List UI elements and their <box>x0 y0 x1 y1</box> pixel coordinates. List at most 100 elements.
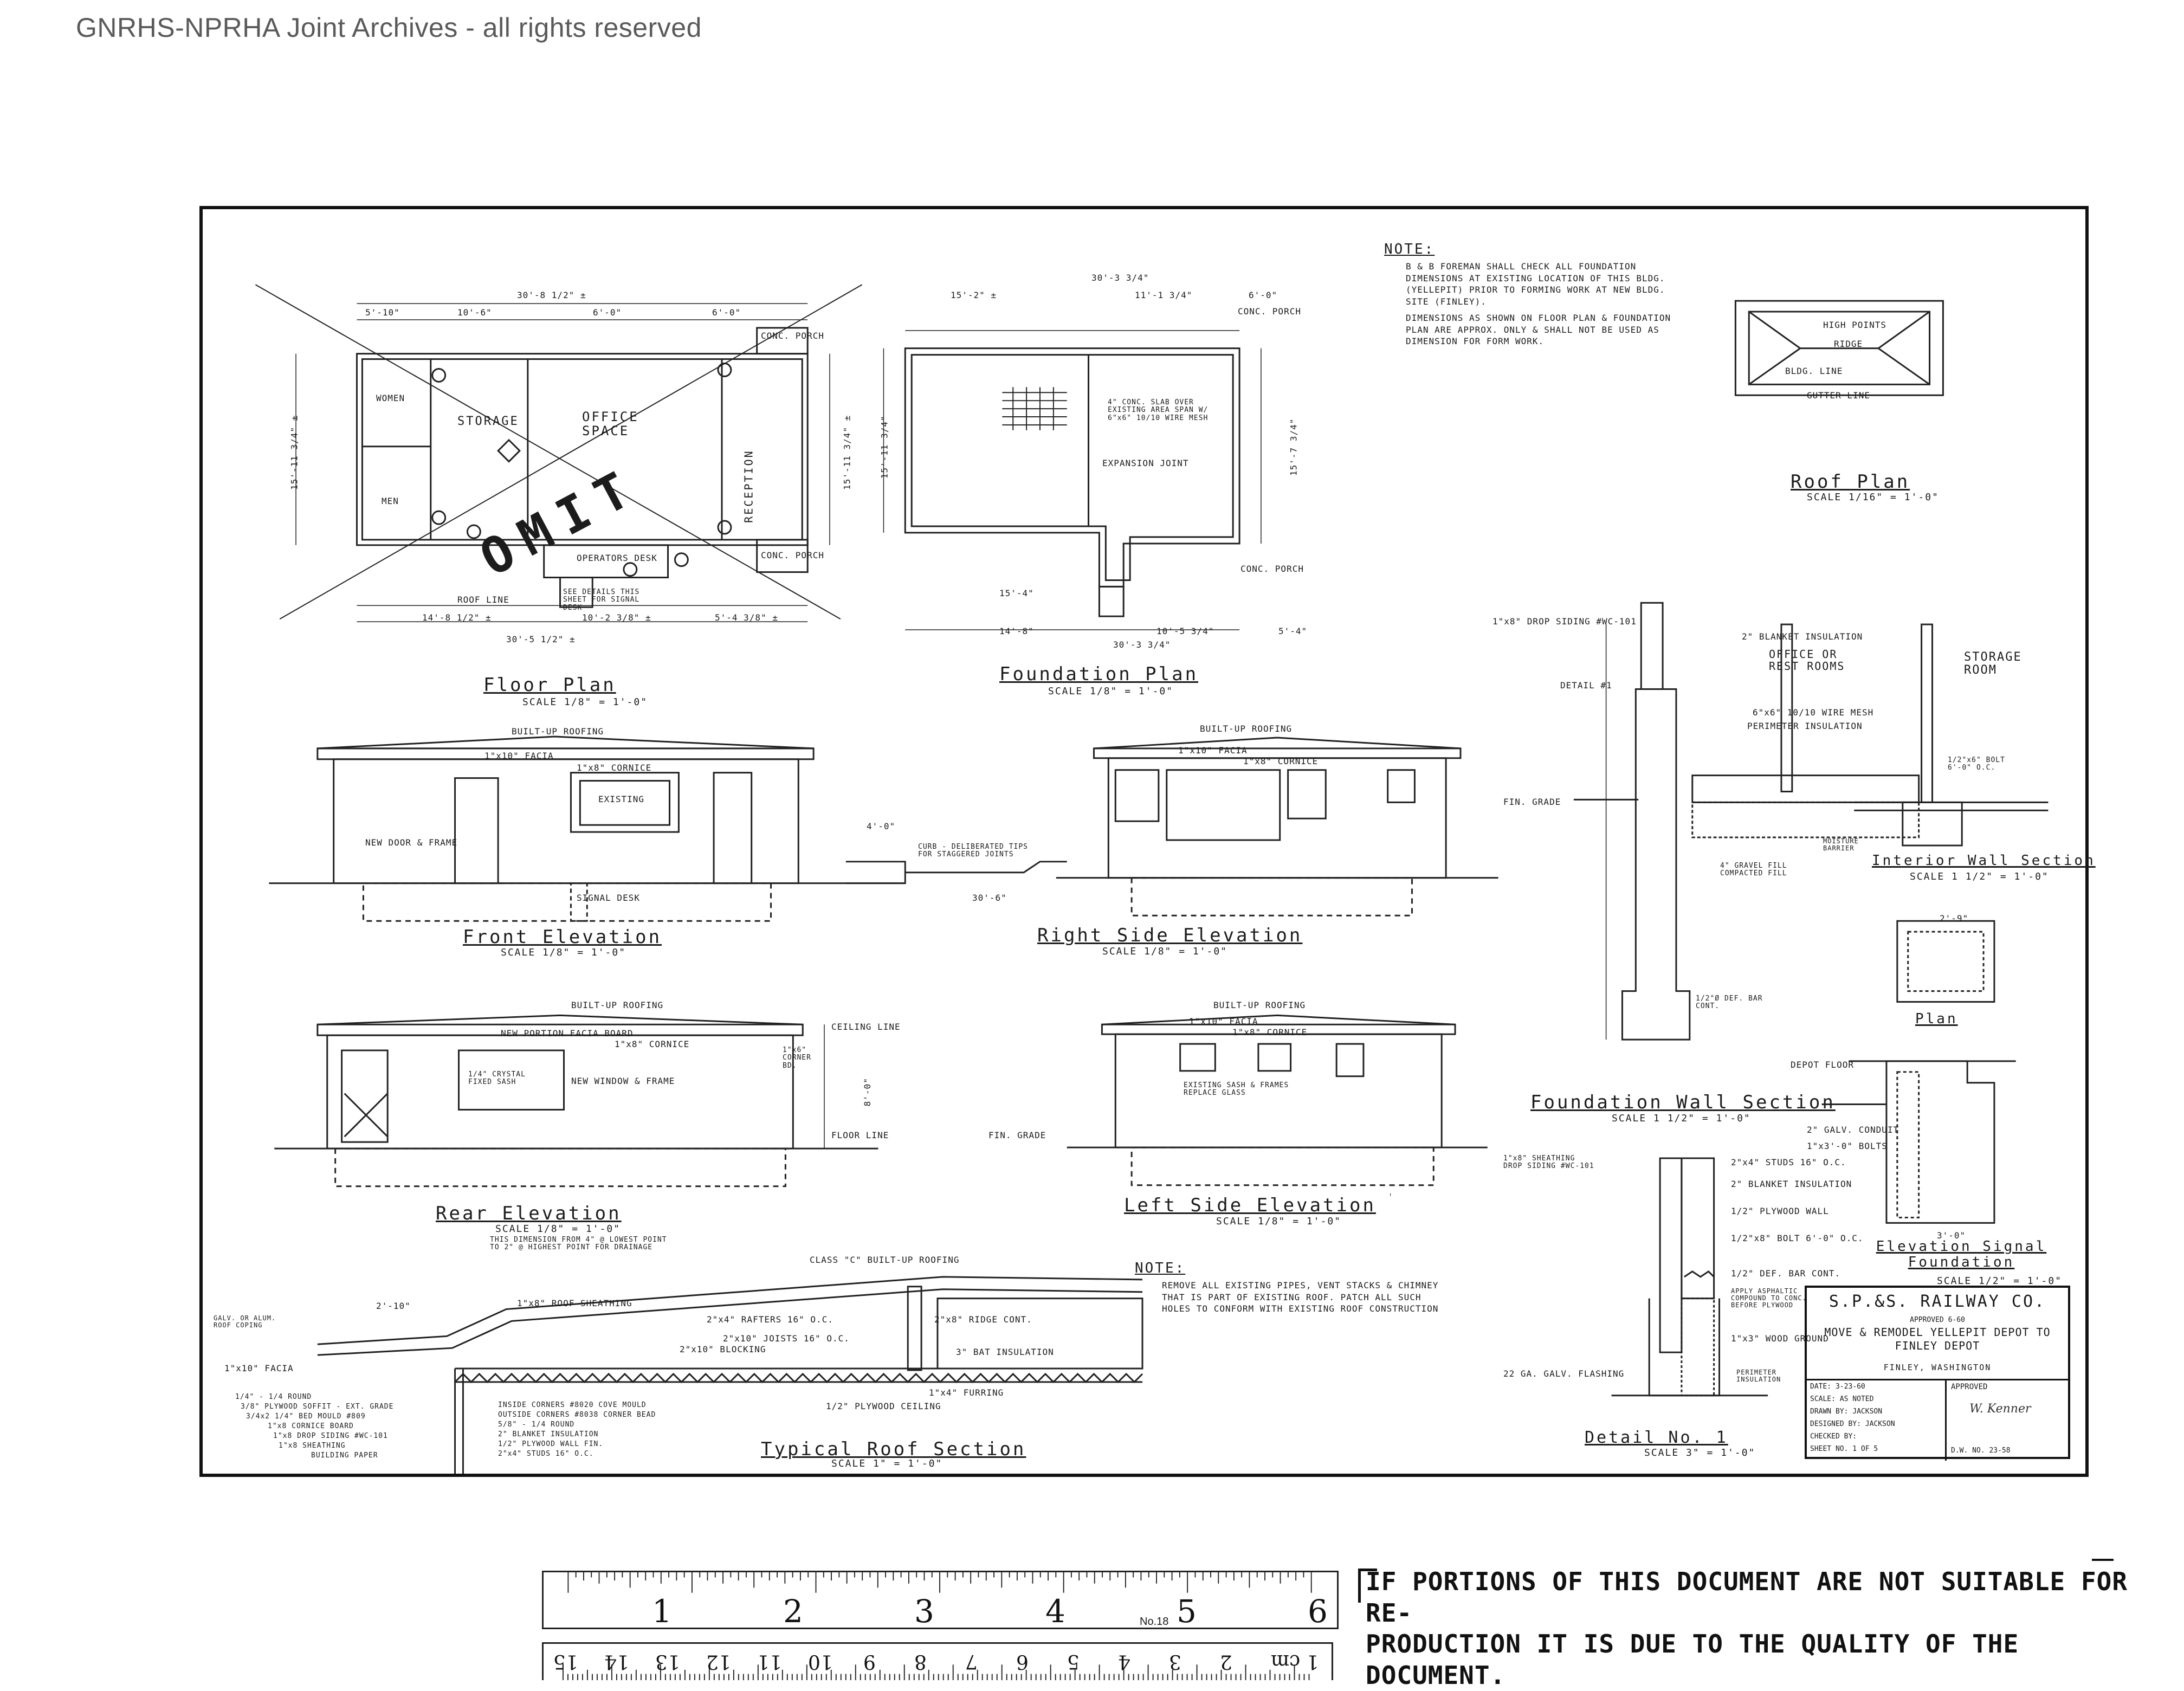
tb-title-line2: FINLEY DEPOT <box>1895 1339 1980 1352</box>
front-elevation-title: Front Elevation <box>463 926 662 948</box>
ruler-cm-15: 15 <box>553 1650 578 1673</box>
d1-bolt: 1/2"x8" BOLT 6'-0" O.C. <box>1731 1233 1864 1243</box>
re-grade: FIN. GRADE <box>988 1130 1046 1140</box>
fws-bar: 1/2"Ø DEF. BAR CONT. <box>1696 995 1763 1011</box>
fdn-dim-4: 15'-4" <box>999 588 1034 598</box>
tb-info-grid: DATE: 3-23-60 SCALE: AS NOTED DRAWN BY: … <box>1807 1379 2068 1461</box>
re-window: NEW WINDOW & FRAME <box>571 1076 675 1086</box>
fdn-dim-top-overall: 30'-3 3/4" <box>1091 273 1149 283</box>
signal-desk-note: SEE DETAILS THIS SHEET FOR SIGNAL DESK <box>563 588 640 612</box>
trs-list-5: 1"x8 SHEATHING <box>279 1442 346 1450</box>
iws-bolt: 1/2"x6" BOLT 6'-0" O.C. <box>1948 756 2005 772</box>
ruler-cm-1: 1 cm <box>1271 1650 1319 1673</box>
fdn-dim-right: 15'-7 3/4" <box>1288 418 1299 476</box>
fp-roof-line: ROOF LINE <box>457 595 509 605</box>
cm-ruler-ticks <box>562 1664 1310 1680</box>
roof-high-points: HIGH POINTS <box>1823 320 1886 330</box>
re-corner-bd: 1"x6" CORNER BD. <box>783 1046 811 1070</box>
ruler-inch-3: 3 <box>914 1593 934 1630</box>
rear-elevation-title: Rear Elevation <box>436 1203 622 1224</box>
rse-curb: CURB - DELIBERATED TIPS FOR STAGGERED JO… <box>918 843 1029 859</box>
re-cornice: 1"x8" CORNICE <box>615 1039 690 1049</box>
rear-elevation-drawing <box>274 1014 878 1187</box>
lse-roofing: BUILT-UP ROOFING <box>1213 1000 1306 1010</box>
left-side-elevation-scale: SCALE 1/8" = 1'-0" <box>1216 1216 1342 1227</box>
trs-sheathing: 1"x8" ROOF SHEATHING <box>517 1298 632 1308</box>
tb-drawing-number: D.W. NO. 23-58 <box>1951 1447 2011 1455</box>
conc-porch-top: CONC. PORCH <box>761 331 824 341</box>
rse-facia: 1"x10" FACIA <box>1178 745 1248 756</box>
d1-perimeter: PERIMETER INSULATION <box>1736 1369 1781 1384</box>
fp-dim-4: 6'-0" <box>712 307 741 318</box>
tb-row-date: DATE: 3-23-60 <box>1810 1383 1865 1391</box>
trs-list2-5: 2"x4" STUDS 16" O.C. <box>498 1450 594 1458</box>
ruler-cm-8: 8 <box>914 1650 927 1673</box>
tb-approved-label: APPROVED <box>1951 1383 1988 1391</box>
left-side-elevation-title: Left Side Elevation <box>1124 1195 1376 1216</box>
conc-porch-bottom: CONC. PORCH <box>761 550 824 560</box>
trs-span: 2'-10" <box>376 1301 411 1311</box>
fp-dim-right: 15'-11 3/4" ± <box>842 415 852 490</box>
tb-row-checked: CHECKED BY: <box>1810 1432 1857 1441</box>
cm-ruler: 15 14 13 12 11 10 9 8 7 6 5 4 3 2 1 cm <box>542 1642 1333 1680</box>
warning-tick <box>2092 1559 2114 1561</box>
trs-joists: 2"x10" JOISTS 16" O.C. <box>723 1333 850 1344</box>
drawing-sheet: Floor Plan SCALE 1/8" = 1'-0" OMIT WOMEN… <box>199 206 2093 1477</box>
inch-ruler: 1 2 3 4 5 6 No.18 <box>542 1571 1339 1630</box>
ruler-cm-6: 6 <box>1016 1650 1029 1673</box>
trs-list-2: 3/4x2 1/4" BED MOULD #809 <box>246 1412 366 1421</box>
front-elevation-scale: SCALE 1/8" = 1'-0" <box>501 947 626 958</box>
lse-facia: 1"x10" FACIA <box>1189 1016 1258 1027</box>
trs-dimension-note: THIS DIMENSION FROM 4" @ LOWEST POINT TO… <box>490 1236 667 1252</box>
right-side-elevation-drawing <box>845 737 1498 917</box>
tb-divider <box>1945 1380 1947 1461</box>
fp-dim-left: 15'-11 3/4" ± <box>289 415 300 490</box>
interior-wall-section-title: Interior Wall Section <box>1872 853 2096 869</box>
d1-studs: 2"x4" STUDS 16" O.C. <box>1731 1157 1846 1167</box>
title-block: S.P.&S. RAILWAY CO. APPROVED 6-60 MOVE &… <box>1805 1286 2070 1461</box>
sf-bolt: 1"x3'-0" BOLTS <box>1807 1141 1888 1151</box>
ruler-inch-1: 1 <box>652 1593 672 1630</box>
tb-row-designed: DESIGNED BY: JACKSON <box>1810 1420 1895 1428</box>
inch-ruler-ticks <box>567 1572 1312 1593</box>
typical-roof-section-title: Typical Roof Section <box>761 1438 1026 1460</box>
trs-list-0: 1/4" - 1/4 ROUND <box>235 1393 312 1401</box>
right-side-elevation-scale: SCALE 1/8" = 1'-0" <box>1102 946 1228 957</box>
tb-title: MOVE & REMODEL YELLEPIT DEPOT TO FINLEY … <box>1807 1326 2068 1353</box>
left-side-elevation-drawing <box>1067 1014 1488 1186</box>
tb-row-sheet: SHEET NO. 1 OF 5 <box>1810 1445 1878 1453</box>
trs-furring: 1"x4" FURRING <box>929 1387 1004 1398</box>
room-women: WOMEN <box>376 393 405 403</box>
slab-note: 4" CONC. SLAB OVER EXISTING AREA SPAN W/… <box>1108 398 1209 422</box>
detail-1-scale: SCALE 3" = 1'-0" <box>1644 1447 1756 1458</box>
trs-list2-4: 1/2" PLYWOOD WALL FIN. <box>498 1440 604 1448</box>
ruler-brand: No.18 <box>1140 1616 1169 1628</box>
drawing-linework <box>255 284 2049 1474</box>
foundation-plan-drawing <box>883 330 1262 630</box>
tb-row-drawn: DRAWN BY: JACKSON <box>1810 1408 1883 1416</box>
fdn-dim-6: 10'-5 3/4" <box>1156 626 1214 636</box>
trs-list-4: 1"x8 DROP SIDING #WC-101 <box>273 1432 388 1440</box>
note-bottom-heading: NOTE: <box>1135 1260 1186 1276</box>
fdn-conc-porch-top: CONC. PORCH <box>1238 306 1301 317</box>
ruler-inch-6: 6 <box>1308 1593 1328 1630</box>
trs-list-6: BUILDING PAPER <box>311 1451 378 1460</box>
tb-company: S.P.&S. RAILWAY CO. <box>1828 1292 2046 1311</box>
tb-signature: W. Kenner <box>1969 1402 2031 1416</box>
room-office: OFFICE SPACE <box>582 409 639 439</box>
lse-cornice: 1"x8" CORNICE <box>1232 1027 1308 1037</box>
fws-wire-mesh: 6"x6" 10/10 WIRE MESH <box>1753 707 1874 718</box>
floor-plan-title: Floor Plan <box>483 674 616 696</box>
ruler-cm-10: 10 <box>808 1650 833 1673</box>
fp-dim-bottom-overall: 30'-5 1/2" ± <box>506 634 576 644</box>
expansion-joint: EXPANSION JOINT <box>1102 458 1189 468</box>
ruler-cm-2: 2 <box>1220 1650 1232 1673</box>
trs-ridge: 2"x8" RIDGE CONT. <box>934 1314 1032 1325</box>
fdn-dim-7: 5'-4" <box>1278 626 1308 636</box>
d1-blanket: 2" BLANKET INSULATION <box>1731 1179 1852 1189</box>
roof-bldg-line: BLDG. LINE <box>1785 366 1843 376</box>
signal-foundation-title: Elevation Signal Foundation <box>1876 1238 2047 1270</box>
trs-batt: 3" BAT INSULATION <box>956 1347 1054 1357</box>
fe-door: NEW DOOR & FRAME <box>365 837 458 848</box>
fdn-dim-3: 6'-0" <box>1249 290 1278 300</box>
